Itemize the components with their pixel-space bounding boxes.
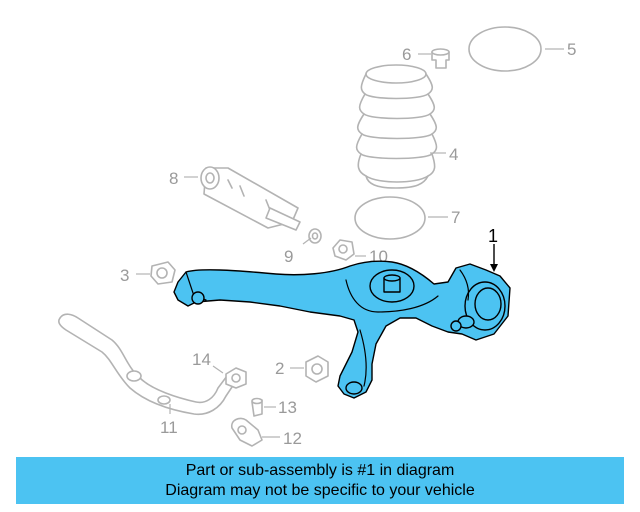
part-5-ring[interactable] [468, 26, 542, 72]
callout-14[interactable]: 14 [192, 350, 211, 369]
callout-1[interactable]: 1 [488, 226, 498, 246]
leader-9 [302, 237, 312, 245]
part-3-bushing[interactable] [150, 261, 176, 285]
part-7-spring-seat[interactable] [354, 196, 426, 240]
callout-9[interactable]: 9 [284, 247, 293, 266]
callout-3[interactable]: 3 [120, 266, 129, 285]
part-6-bump-stop[interactable] [431, 48, 450, 69]
callout-5[interactable]: 5 [567, 40, 576, 59]
callout-6[interactable]: 6 [402, 45, 411, 64]
leader-14 [212, 365, 224, 374]
callout-2[interactable]: 2 [275, 359, 284, 378]
part-2-bushing[interactable] [305, 355, 329, 383]
part-9-washer[interactable] [308, 228, 322, 244]
callout-4[interactable]: 4 [449, 145, 458, 164]
banner-line-1: Part or sub-assembly is #1 in diagram [185, 461, 455, 479]
part-13-bolt[interactable] [251, 397, 263, 417]
callout-11[interactable]: 11 [160, 418, 178, 437]
callout-8[interactable]: 8 [169, 169, 178, 188]
part-10-bushing[interactable] [332, 239, 355, 261]
part-14-link[interactable] [225, 367, 247, 389]
callout-7[interactable]: 7 [451, 208, 460, 227]
part-1-control-arm[interactable] [173, 260, 511, 399]
part-12-bracket[interactable] [230, 417, 263, 447]
callout-13[interactable]: 13 [278, 398, 297, 417]
parts-diagram: 5 6 4 7 8 9 10 [58, 26, 576, 448]
banner-line-2: Diagram may not be specific to your vehi… [165, 481, 475, 499]
part-11-stabilizer-bar[interactable] [58, 313, 239, 416]
leader-1-arrowhead [490, 264, 498, 272]
part-4-coil-spring[interactable] [355, 64, 438, 189]
callout-12[interactable]: 12 [283, 429, 302, 448]
info-banner: Part or sub-assembly is #1 in diagram Di… [16, 457, 624, 504]
part-8-shock-absorber[interactable] [200, 166, 301, 231]
